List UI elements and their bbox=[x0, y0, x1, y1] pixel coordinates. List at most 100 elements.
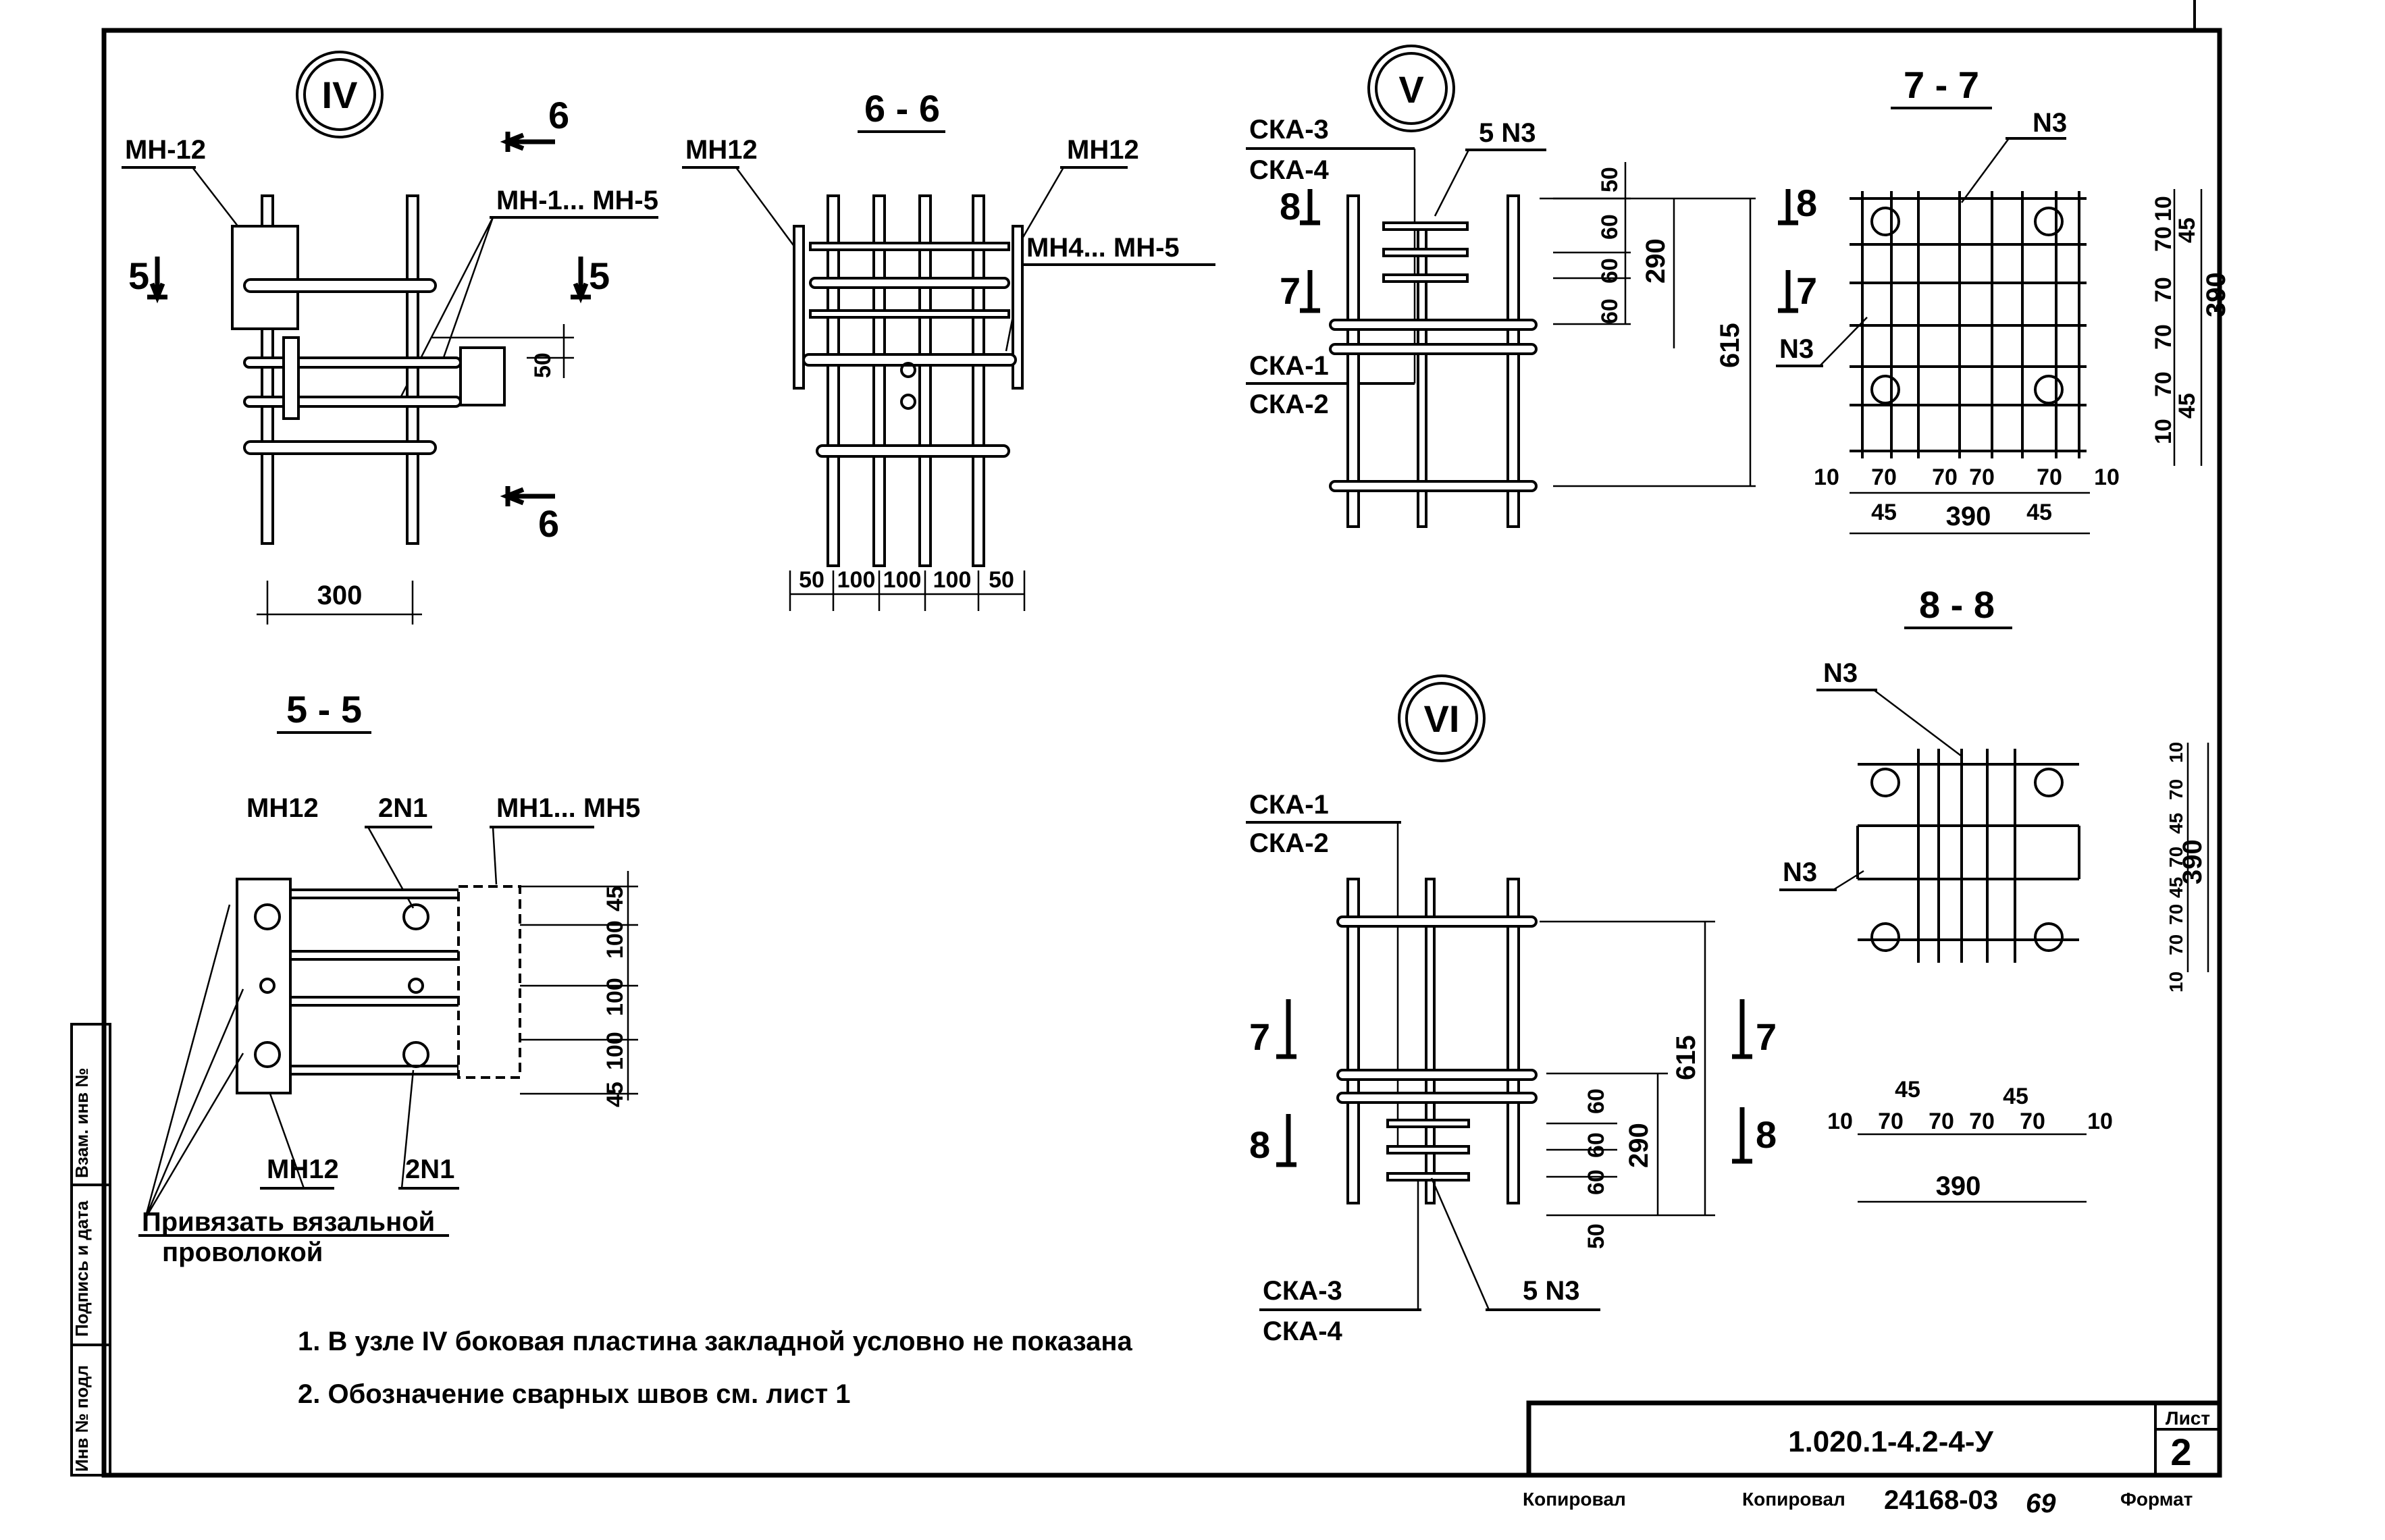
dim-label: 70 bbox=[2166, 847, 2186, 868]
tie-note-line2: проволокой bbox=[162, 1238, 323, 1267]
label-ska2: СКА-2 bbox=[1249, 390, 1329, 419]
dim-label: 70 bbox=[2151, 277, 2176, 302]
tie-note-line1: Привязать вязальной bbox=[142, 1207, 435, 1237]
node-vi-marker: VI bbox=[1424, 697, 1460, 740]
side-stamp: Взам. инв № Подпись и дата Инв № подл bbox=[70, 1023, 111, 1477]
dim-label: 70 bbox=[1929, 1109, 1954, 1134]
dim-label: 70 bbox=[1932, 464, 1958, 490]
anchor-hole bbox=[2034, 207, 2064, 236]
dim-label: 390 bbox=[2201, 272, 2231, 317]
label-5n3: 5 N3 bbox=[1479, 118, 1536, 148]
label-ska1: СКА-1 bbox=[1249, 351, 1329, 381]
section-mark-7-left: 7 bbox=[1280, 269, 1301, 312]
section-6-6-title: 6 - 6 bbox=[864, 87, 940, 130]
node-iv: IV МН-12 МН-1... МН-5 6 6 5 5 50 300 bbox=[122, 51, 658, 625]
dim-50: 50 bbox=[530, 352, 556, 378]
dim-label: 10 bbox=[1814, 464, 1839, 490]
sheet-number: 2 bbox=[2170, 1431, 2191, 1473]
dim-300: 300 bbox=[317, 581, 363, 610]
label-mh4-5: МН4... МН-5 bbox=[1026, 233, 1180, 263]
dim-label: 70 bbox=[1871, 464, 1897, 490]
section-mark-8-right: 8 bbox=[1756, 1113, 1777, 1156]
dim-label: 70 bbox=[2166, 934, 2186, 955]
dim-label: 50 bbox=[799, 567, 824, 593]
section-mark-6-bottom: 6 bbox=[538, 502, 559, 545]
label-mh12: МН-12 bbox=[125, 135, 206, 165]
sheet-label: Лист bbox=[2166, 1408, 2210, 1429]
dim-label: 70 bbox=[1878, 1109, 1904, 1134]
anchor-hole bbox=[1870, 922, 1900, 952]
label-n3-top: N3 bbox=[1823, 658, 1858, 688]
dim-label: 70 bbox=[2151, 371, 2176, 397]
dim-label: 45 bbox=[2174, 217, 2200, 243]
dim-label: 60 bbox=[1583, 1169, 1609, 1195]
section-5-5-title: 5 - 5 bbox=[286, 688, 362, 731]
dim-label: 10 bbox=[2151, 419, 2176, 444]
label-2n1-bottom: 2N1 bbox=[405, 1154, 454, 1184]
dim-label: 45 bbox=[2166, 877, 2186, 898]
dim-label: 70 bbox=[2037, 464, 2062, 490]
node-iv-marker: IV bbox=[322, 74, 358, 116]
anchor-hole bbox=[1870, 375, 1900, 404]
anchor-hole bbox=[1870, 207, 1900, 236]
dim-615: 615 bbox=[1671, 1035, 1701, 1080]
label-mh12-top: МН12 bbox=[246, 793, 319, 823]
stamp-replaced-inv: Взам. инв № bbox=[72, 1068, 92, 1178]
node-vi: VI СКА-1 СКА-2 7 8 7 8 615 290 50 606060… bbox=[1246, 674, 1777, 1346]
footer-traced: Копировал bbox=[1742, 1489, 1845, 1510]
dim-label: 100 bbox=[602, 920, 628, 959]
dim-label: 10 bbox=[2094, 464, 2120, 490]
footer: Копировал Копировал 24168-03 69 Формат bbox=[1523, 1485, 2193, 1518]
section-8-8-title: 8 - 8 bbox=[1919, 583, 1995, 626]
dim-label: 10 bbox=[2087, 1109, 2113, 1134]
label-n3-left: N3 bbox=[1783, 857, 1817, 887]
dim-label: 100 bbox=[933, 567, 972, 593]
label-ska4: СКА-4 bbox=[1249, 155, 1330, 185]
dim-label: 70 bbox=[2151, 324, 2176, 350]
label-ska2: СКА-2 bbox=[1249, 828, 1329, 858]
stamp-signature-date: Подпись и дата bbox=[72, 1200, 92, 1337]
dim-label: 390 bbox=[1936, 1171, 1981, 1201]
footer-order: 24168-03 bbox=[1884, 1485, 1998, 1515]
dim-label: 45 bbox=[2166, 813, 2186, 834]
dim-label: 45 bbox=[2003, 1084, 2028, 1109]
dim-label: 390 bbox=[2178, 839, 2207, 884]
dim-label: 70 bbox=[2166, 904, 2186, 925]
anchor-hole bbox=[2034, 375, 2064, 404]
dim-label: 390 bbox=[1946, 502, 1991, 531]
dim-label: 70 bbox=[1969, 1109, 1995, 1134]
label-ska3: СКА-3 bbox=[1249, 115, 1329, 144]
dim-label: 60 bbox=[1597, 214, 1623, 240]
node-v-marker: V bbox=[1398, 68, 1423, 111]
dim-615: 615 bbox=[1715, 323, 1745, 368]
dim-label: 100 bbox=[602, 1032, 628, 1070]
label-mh1-mh5: МН1... МН5 bbox=[496, 793, 640, 823]
dim-label: 45 bbox=[602, 886, 628, 911]
stamp-original-inv: Инв № подл bbox=[72, 1365, 92, 1472]
section-mark-5-right: 5 bbox=[589, 255, 610, 297]
label-mh12-right: МН12 bbox=[1067, 135, 1139, 165]
anchor-hole bbox=[2034, 922, 2064, 952]
dim-290: 290 bbox=[1624, 1123, 1654, 1168]
notes: 1. В узле IV боковая пластина закладной … bbox=[298, 1327, 1132, 1409]
dim-label: 100 bbox=[883, 567, 922, 593]
dim-label: 70 bbox=[2166, 779, 2186, 800]
section-mark-7-left: 7 bbox=[1249, 1015, 1270, 1058]
dim-label: 10 bbox=[2151, 196, 2176, 221]
dim-label: 45 bbox=[2174, 393, 2200, 419]
label-mh12-left: МН12 bbox=[685, 135, 758, 165]
dim-label: 60 bbox=[1597, 298, 1623, 324]
dim-label: 45 bbox=[2026, 500, 2052, 525]
dim-label: 10 bbox=[2166, 972, 2186, 992]
footer-format: Формат bbox=[2120, 1489, 2193, 1510]
footer-page: 69 bbox=[2026, 1489, 2056, 1518]
section-mark-7-right: 7 bbox=[1796, 269, 1817, 312]
label-ska4: СКА-4 bbox=[1263, 1317, 1343, 1346]
dim-50: 50 bbox=[1583, 1223, 1609, 1249]
dim-label: 60 bbox=[1583, 1132, 1609, 1158]
label-n3-left: N3 bbox=[1779, 334, 1814, 364]
section-mark-7-right: 7 bbox=[1756, 1015, 1777, 1058]
dim-label: 70 bbox=[2151, 226, 2176, 252]
